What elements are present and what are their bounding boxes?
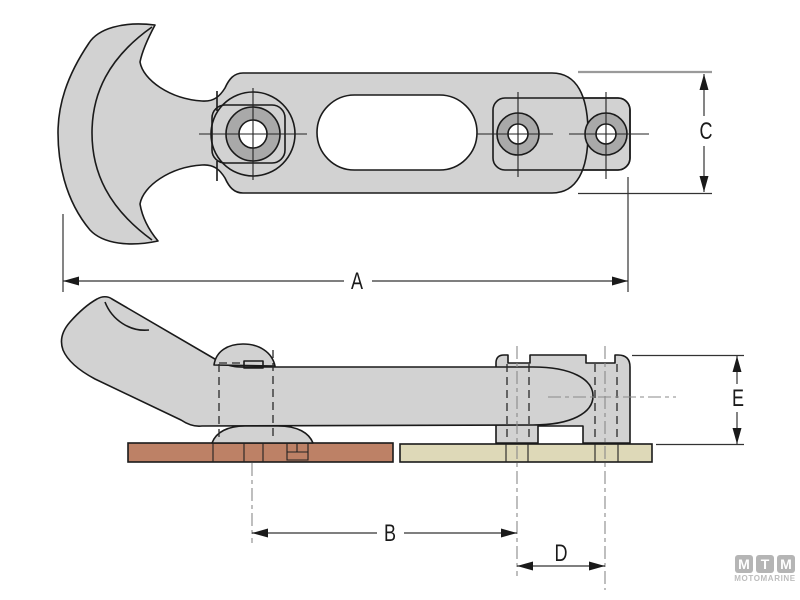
logo-letter: M xyxy=(780,556,792,572)
wood-plate-holes xyxy=(212,443,309,462)
logo-subtitle: MOTOMARINE xyxy=(734,574,796,583)
dimension-e: E xyxy=(632,354,744,446)
cream-plate-holes xyxy=(505,444,619,462)
latch-side-profile xyxy=(60,295,594,427)
handle-lip-line xyxy=(91,26,153,241)
hidden-screw-lines xyxy=(218,350,618,442)
dimension-c: C xyxy=(578,70,713,195)
dimension-d: D xyxy=(517,541,605,571)
logo-letter-box: M xyxy=(777,555,795,573)
dim-label-b: B xyxy=(384,521,396,547)
cream-mount-plate xyxy=(399,443,653,463)
foot-dome xyxy=(211,425,314,444)
logo-letter-box: T xyxy=(756,555,774,573)
top-view xyxy=(57,23,649,245)
wood-mount-plate xyxy=(127,442,394,463)
handle-tip-line xyxy=(104,301,150,331)
mtm-logo-boxes: M T M xyxy=(733,555,797,573)
logo-letter: T xyxy=(760,556,770,572)
pivot-notch xyxy=(243,360,264,369)
hole-crosshairs xyxy=(199,88,649,180)
dim-label-c: C xyxy=(700,119,713,145)
mtm-logo: M T M MOTOMARINE xyxy=(733,555,797,583)
logo-letter-box: M xyxy=(735,555,753,573)
strap-slot xyxy=(316,94,478,171)
dim-label-a: A xyxy=(351,269,364,295)
dimension-b: B xyxy=(252,521,517,547)
logo-letter: M xyxy=(738,556,750,572)
side-view xyxy=(60,295,676,590)
dim-label-e: E xyxy=(732,386,744,412)
dimension-a: A xyxy=(62,177,629,295)
dim-label-d: D xyxy=(555,541,568,567)
